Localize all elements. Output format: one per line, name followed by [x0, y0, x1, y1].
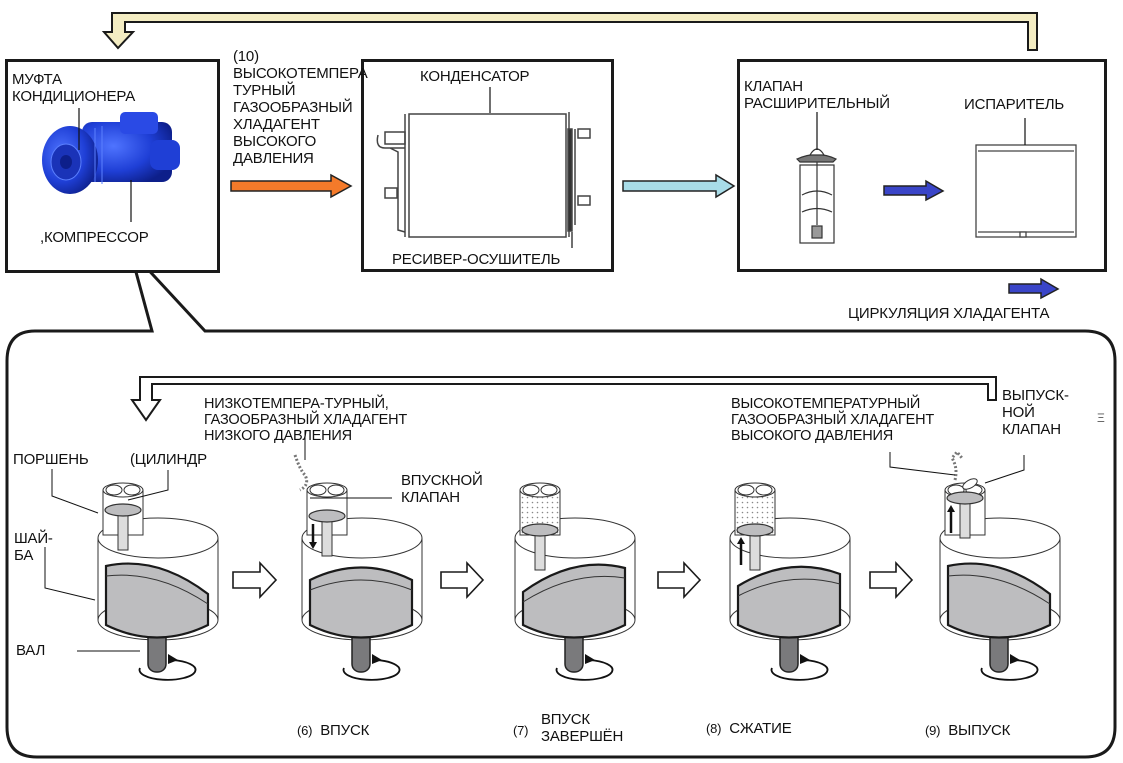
stage-intake [301, 482, 423, 681]
expansion-valve-label: КЛАПАН РАСШИРИТЕЛЬНЫЙ [744, 78, 890, 112]
stage-label: ВЫПУСК [948, 722, 1011, 739]
expansion-valve-label-line: РАСШИРИТЕЛЬНЫЙ [744, 95, 890, 112]
intake-valve-label-line: КЛАПАН [401, 489, 460, 506]
hot-gas-number: (10) [233, 48, 259, 65]
exhaust-valve-label: ВЫПУСК- НОЙ КЛАПАН [1002, 387, 1069, 438]
rotation-arrow [342, 659, 401, 681]
hot-gas-line: ВЫСОКОТЕМПЕРА [233, 65, 368, 82]
plate-label-line: БА [14, 547, 34, 564]
piston [946, 491, 984, 505]
exhaust-valve-label-line: КЛАПАН [1002, 421, 1061, 438]
intake-valve-label-line: ВПУСКНОЙ [401, 472, 483, 489]
high-gas-line: ВЫСОКОГО ДАВЛЕНИЯ [731, 428, 893, 444]
swash-plate [736, 565, 842, 639]
exhaust-valve-label-line: ВЫПУСК- [1002, 387, 1069, 404]
low-gas-line: НИЗКОТЕМПЕРА-ТУРНЫЙ, [204, 396, 389, 412]
stage-compression [729, 482, 851, 681]
hot-gas-arrow [230, 173, 353, 199]
stage-arrow-4 [869, 560, 914, 600]
plate-label-line: ШАЙ- [14, 530, 53, 547]
high-gas-line: ВЫСОКОТЕМПЕРАТУРНЫЙ [731, 396, 921, 412]
stage-caption-6: (6) ВПУСК [297, 722, 369, 739]
compressor-stages [97, 449, 1061, 681]
intake-gas-puff [293, 454, 309, 492]
shaft-label: ВАЛ [16, 642, 46, 659]
liquid-arrow [622, 173, 736, 199]
stage-number: (9) [925, 723, 941, 738]
condenser-label: КОНДЕНСАТОР [420, 68, 530, 85]
exhaust-valve-flap [962, 478, 978, 490]
stage-arrow-2 [440, 560, 485, 600]
swash-plate [104, 562, 210, 639]
piston [521, 523, 559, 537]
cold-arrow [883, 179, 945, 202]
clutch-label-line: КОНДИЦИОНЕРА [12, 88, 135, 105]
hot-gas-line: ВЫСОКОГО [233, 133, 317, 150]
rotation-arrow [138, 659, 197, 681]
stage-arrows [232, 560, 914, 600]
exhaust-valve-label-line: НОЙ [1002, 404, 1035, 421]
legend-arrow [1008, 277, 1060, 300]
stray-mark: Ξ [1097, 411, 1105, 425]
hot-gas-line: ГАЗООБРАЗНЫЙ [233, 99, 353, 116]
piston [104, 503, 142, 517]
expansion-valve-label-line: КЛАПАН [744, 78, 803, 95]
low-gas-line: ГАЗООБРАЗНЫЙ ХЛАДАГЕНТ [204, 412, 408, 428]
piston [736, 523, 774, 537]
rotation-arrow [980, 659, 1039, 681]
stage-caption-7: (7) [513, 722, 529, 739]
low-gas-line: НИЗКОГО ДАВЛЕНИЯ [204, 428, 352, 444]
clutch-label: МУФТА КОНДИЦИОНЕРА [12, 71, 135, 105]
stage-label-7: ВПУСК ЗАВЕРШЁН [541, 711, 623, 745]
stage-number: (6) [297, 723, 313, 738]
hot-gas-line: ХЛАДАГЕНТ [233, 116, 320, 133]
condenser-image [376, 112, 591, 238]
stage-number: (8) [706, 721, 722, 736]
rotation-arrow [555, 659, 614, 681]
receiver-drier-label: РЕСИВЕР-ОСУШИТЕЛЬ [392, 251, 561, 268]
hot-gas-line: ДАВЛЕНИЯ [233, 150, 314, 167]
piston-label: ПОРШЕНЬ [13, 451, 89, 468]
stage-label: ВПУСК [320, 722, 370, 739]
hot-gas-line: ТУРНЫЙ [233, 82, 296, 99]
stage-arrow-3 [657, 560, 702, 600]
compressor-label: ,КОМПРЕССОР [40, 229, 149, 246]
rotation-arrow [770, 659, 829, 681]
evaporator-label: ИСПАРИТЕЛЬ [964, 96, 1065, 113]
swash-plate [521, 563, 627, 639]
evaporator-image [975, 144, 1077, 238]
stage-number: (7) [513, 723, 529, 738]
inner-return-arrow [130, 376, 997, 422]
stage-label: ВПУСК [541, 711, 590, 728]
compressor-image [42, 112, 180, 194]
swash-plate-label: ШАЙ- БА [14, 530, 53, 564]
stage-label: ЗАВЕРШЁН [541, 728, 624, 745]
cylinder-label: (ЦИЛИНДР [130, 451, 207, 468]
expansion-valve-image [795, 148, 838, 244]
intake-valve-label: ВПУСКНОЙ КЛАПАН [401, 472, 483, 506]
stage-caption-8: (8) СЖАТИЕ [706, 720, 792, 737]
swash-plate [308, 566, 414, 639]
swash-plate [946, 562, 1052, 639]
legend-label: ЦИРКУЛЯЦИЯ ХЛАДАГЕНТА [848, 305, 1050, 322]
high-gas-line: ГАЗООБРАЗНЫЙ ХЛАДАГЕНТ [731, 412, 935, 428]
stage-exhaust [939, 482, 1061, 681]
top-return-arrow [101, 12, 1038, 51]
clutch-label-line: МУФТА [12, 71, 62, 88]
bottom-leaders [44, 430, 1025, 652]
stage-initial [97, 482, 219, 681]
stage-intake-complete [514, 482, 636, 681]
high-pressure-gas-label: ВЫСОКОТЕМПЕРАТУРНЫЙ ГАЗООБРАЗНЫЙ ХЛАДАГЕ… [731, 396, 934, 444]
stage-label: СЖАТИЕ [729, 720, 792, 737]
stage-arrow-1 [232, 560, 278, 600]
stage-caption-9: (9) ВЫПУСК [925, 722, 1010, 739]
piston [308, 509, 346, 523]
low-pressure-gas-label: НИЗКОТЕМПЕРА-ТУРНЫЙ, ГАЗООБРАЗНЫЙ ХЛАДАГ… [204, 396, 407, 444]
hot-gas-label: (10) ВЫСОКОТЕМПЕРА ТУРНЫЙ ГАЗООБРАЗНЫЙ Х… [233, 48, 368, 167]
